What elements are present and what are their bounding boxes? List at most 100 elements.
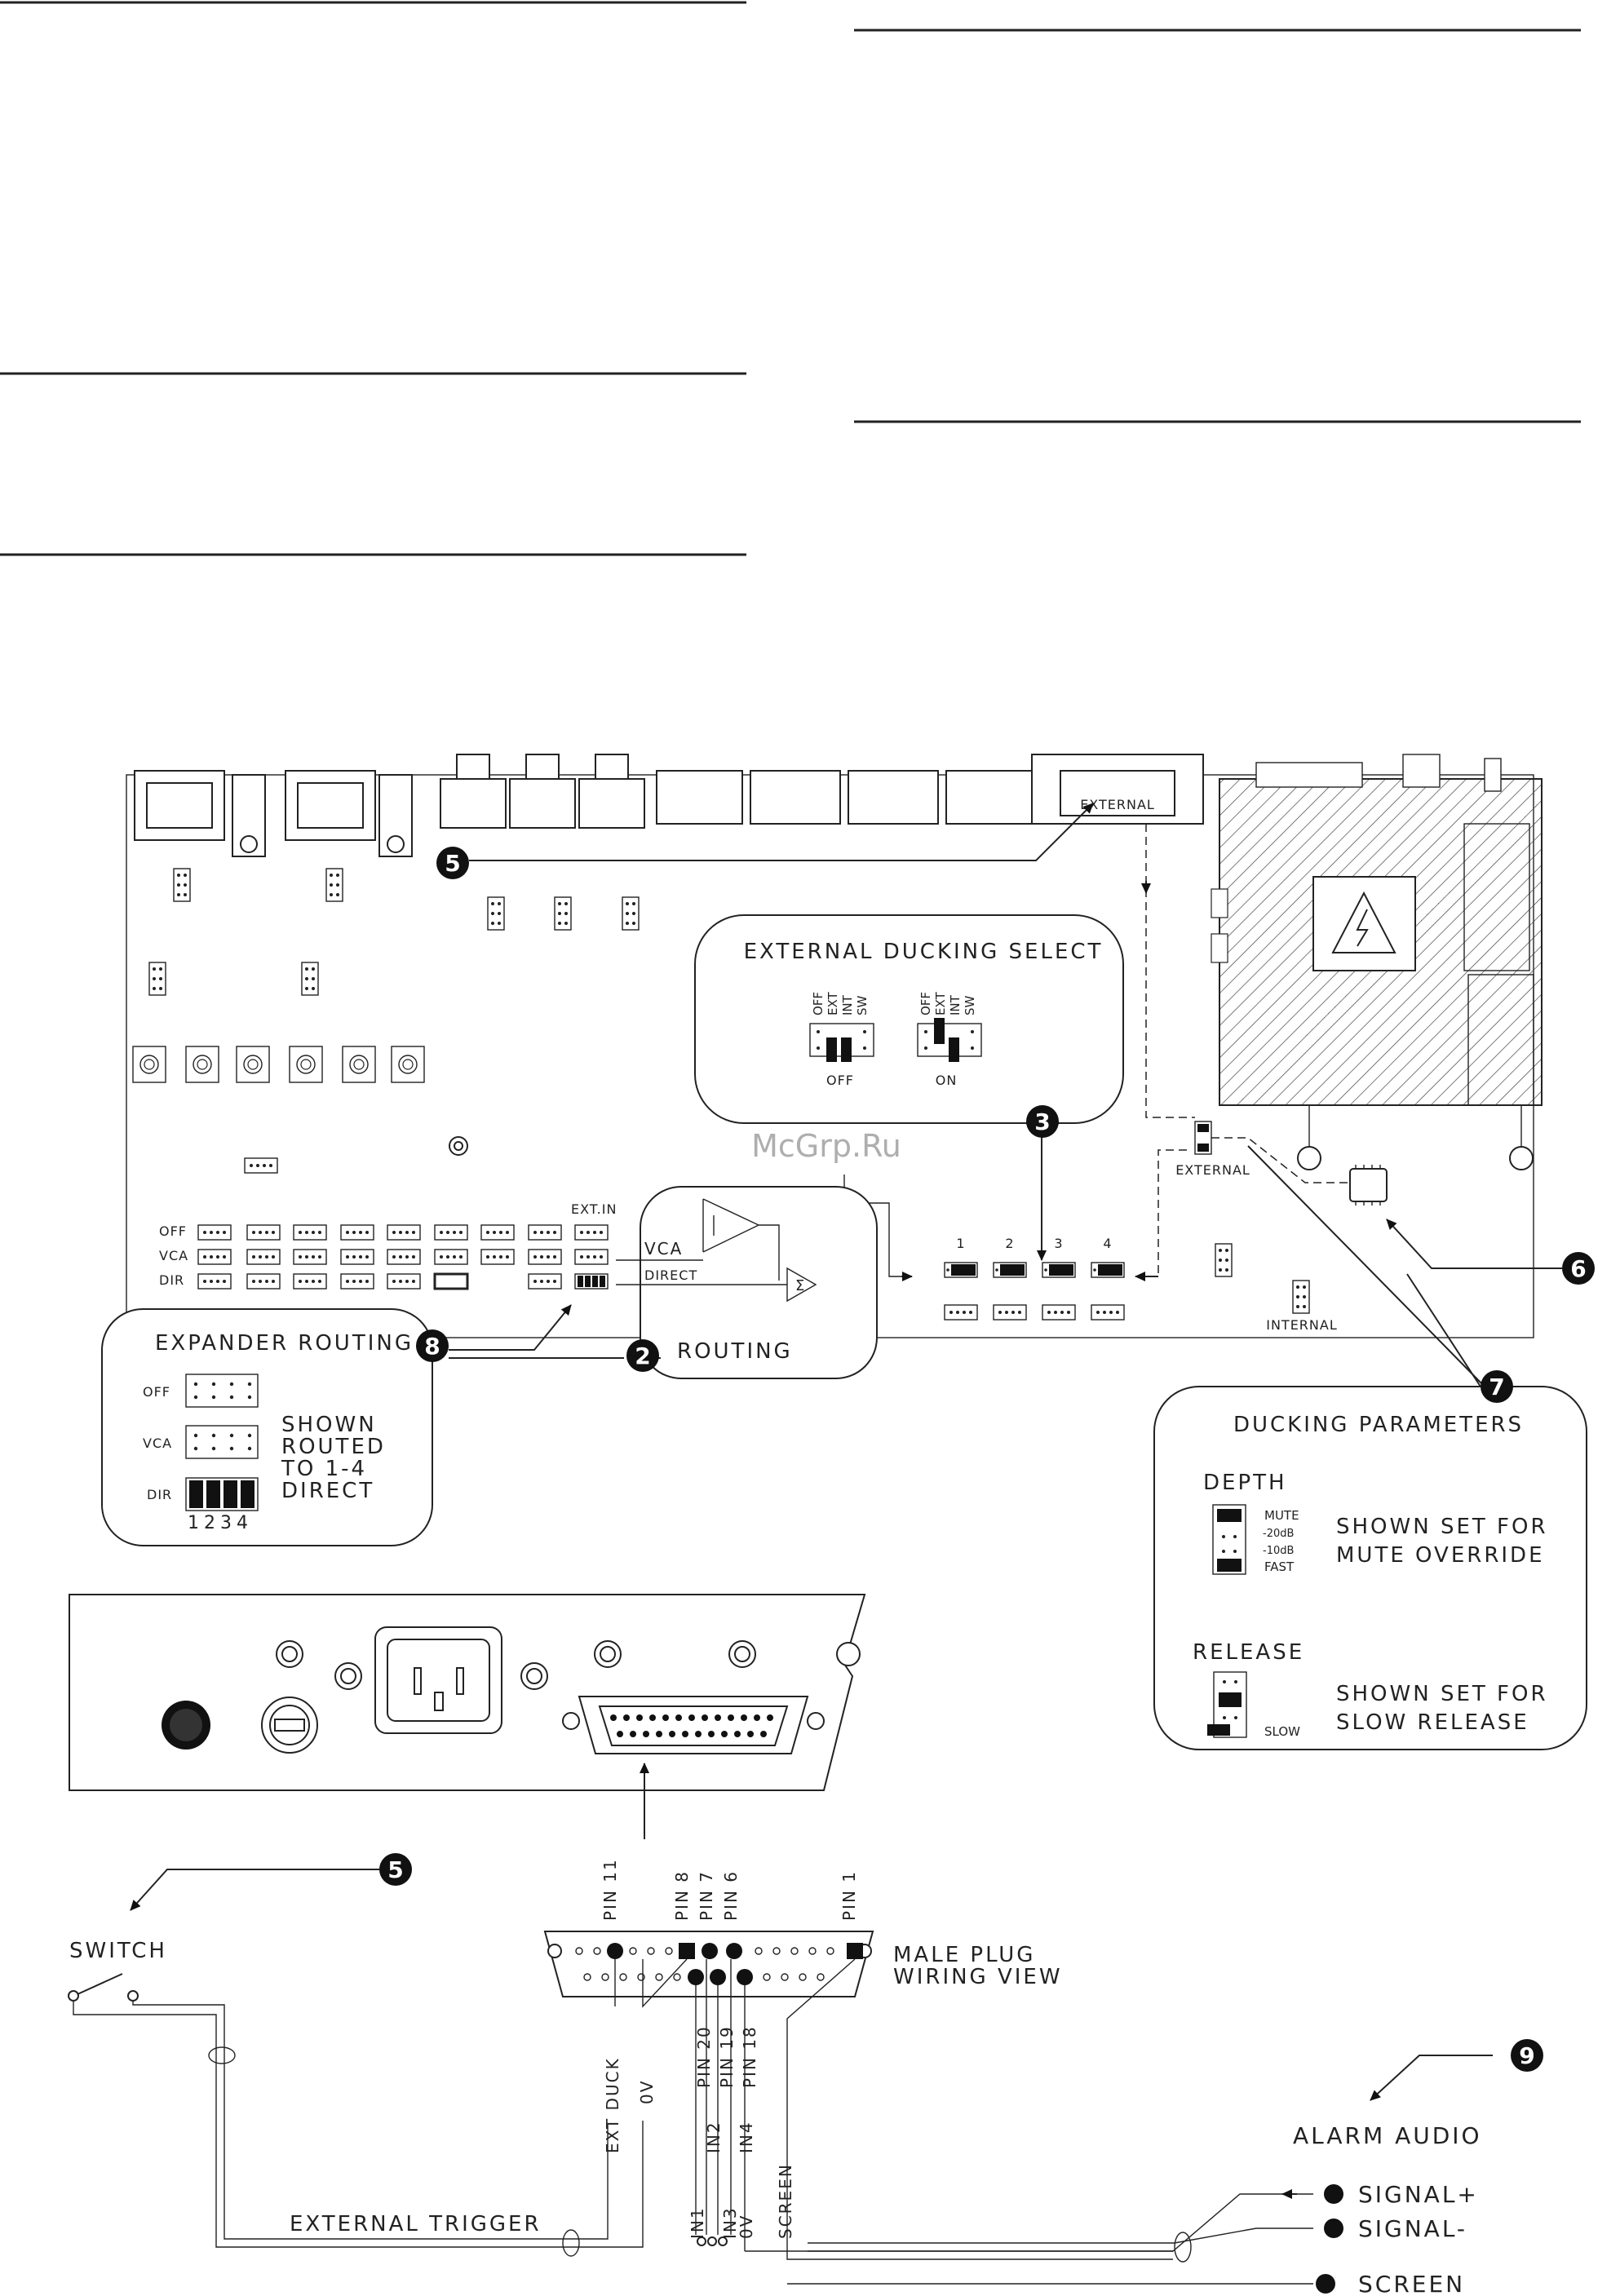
male-plug-wiring-view: PIN 11 PIN 8 PIN 7 PIN 6 PIN 1 MALE PLUG… bbox=[543, 1858, 1063, 2239]
signal-screen-label: SCREEN bbox=[1358, 2271, 1465, 2296]
svg-text:-10dB: -10dB bbox=[1263, 1545, 1294, 1557]
svg-text:9: 9 bbox=[1519, 2042, 1534, 2069]
expander-routing-title: EXPANDER ROUTING bbox=[155, 1331, 414, 1356]
svg-text:OFF: OFF bbox=[918, 992, 933, 1015]
ic-chip bbox=[1349, 1165, 1388, 1206]
svg-text:0V: 0V bbox=[737, 2214, 756, 2239]
channel-1-label: 1 bbox=[956, 1236, 965, 1251]
callout-8: 8 bbox=[416, 1329, 449, 1362]
pin-8-label: PIN 8 bbox=[672, 1870, 692, 1921]
ducking-select-on-jumper bbox=[917, 1018, 982, 1062]
sigma-symbol: Σ bbox=[795, 1277, 806, 1294]
channel-selectors: 1 2 3 4 bbox=[944, 1236, 1125, 1321]
routing-jumper-grid: OFF VCA DIR EXT.IN bbox=[159, 1201, 617, 1290]
svg-text:5: 5 bbox=[445, 850, 460, 877]
ext-in-label: EXT.IN bbox=[571, 1201, 617, 1217]
db25-connector bbox=[562, 1696, 825, 1754]
plug-caption-line2: WIRING VIEW bbox=[893, 1965, 1063, 1989]
callout-2: 2 bbox=[626, 1339, 659, 1372]
ducking-select-caption-off: OFF bbox=[826, 1073, 854, 1088]
ducking-parameters-title: DUCKING PARAMETERS bbox=[1233, 1413, 1524, 1437]
external-ducking-select-panel: EXTERNAL DUCKING SELECT OFF EXT INT SW O… bbox=[694, 914, 1124, 1124]
svg-text:7: 7 bbox=[1489, 1374, 1504, 1400]
svg-text:MUTE: MUTE bbox=[1264, 1508, 1299, 1523]
watermark: McGrp.Ru bbox=[751, 1128, 901, 1164]
pin-8-dot bbox=[679, 1943, 695, 1959]
svg-text:FAST: FAST bbox=[1264, 1559, 1295, 1574]
channel-3-label: 3 bbox=[1054, 1236, 1063, 1251]
switch-wiring: SWITCH EXTERNAL TRIGGER bbox=[68, 1939, 688, 2257]
expander-row-dir: DIR bbox=[147, 1487, 172, 1502]
alarm-audio-label: ALARM AUDIO bbox=[1293, 2122, 1482, 2149]
svg-text:EXT: EXT bbox=[933, 992, 948, 1015]
callout-9: 9 bbox=[1511, 2039, 1543, 2072]
rear-connectors: EXTERNAL bbox=[134, 754, 1204, 857]
svg-text:IN2: IN2 bbox=[704, 2121, 724, 2153]
channel-4-label: 4 bbox=[1103, 1236, 1112, 1251]
ducking-select-off-jumper bbox=[809, 1023, 874, 1062]
svg-text:6: 6 bbox=[1570, 1255, 1586, 1282]
pin-7-label: PIN 7 bbox=[697, 1870, 716, 1921]
svg-text:SW: SW bbox=[963, 995, 977, 1015]
row-label-vca: VCA bbox=[159, 1248, 188, 1263]
pin-18-label: PIN 18 bbox=[740, 2025, 759, 2088]
svg-text:SW: SW bbox=[855, 995, 870, 1015]
callout-7: 7 bbox=[1481, 1370, 1513, 1403]
routing-vca-label: VCA bbox=[644, 1239, 683, 1259]
svg-text:OFF: OFF bbox=[811, 992, 825, 1015]
svg-text:MUTE OVERRIDE: MUTE OVERRIDE bbox=[1336, 1543, 1545, 1568]
svg-text:IN4: IN4 bbox=[737, 2121, 756, 2153]
hazard-bolt-icon bbox=[1356, 909, 1369, 947]
callout-numbers: 5 3 6 8 2 7 5 9 bbox=[379, 847, 1595, 2072]
svg-text:SHOWN SET FOR: SHOWN SET FOR bbox=[1336, 1515, 1548, 1539]
svg-text:SHOWN: SHOWN bbox=[281, 1413, 377, 1437]
svg-text:-20dB: -20dB bbox=[1263, 1528, 1294, 1540]
channel-2-label: 2 bbox=[1005, 1236, 1014, 1251]
callout-5-top: 5 bbox=[436, 847, 469, 879]
ext-duck-label: EXT DUCK bbox=[603, 2057, 622, 2153]
page-rules bbox=[0, 1, 1581, 556]
pin-6-label: PIN 6 bbox=[721, 1870, 741, 1921]
external-connector-label: EXTERNAL bbox=[1080, 797, 1155, 812]
svg-text:5: 5 bbox=[387, 1856, 403, 1883]
svg-text:INT: INT bbox=[948, 994, 963, 1015]
callout-5-bottom: 5 bbox=[379, 1853, 412, 1886]
power-supply-area bbox=[1211, 754, 1543, 1170]
external-ducking-select-title: EXTERNAL DUCKING SELECT bbox=[744, 940, 1104, 964]
callout-6: 6 bbox=[1562, 1252, 1595, 1285]
pin-11-label: PIN 11 bbox=[600, 1858, 620, 1921]
depth-jumper bbox=[1212, 1504, 1246, 1575]
expander-row-vca: VCA bbox=[143, 1436, 172, 1451]
svg-text:SHOWN SET FOR: SHOWN SET FOR bbox=[1336, 1682, 1548, 1706]
release-jumper bbox=[1207, 1671, 1247, 1738]
rear-panel bbox=[69, 1594, 866, 1839]
svg-text:3: 3 bbox=[1034, 1108, 1050, 1135]
pin-1-label: PIN 1 bbox=[839, 1870, 859, 1921]
svg-text:SLOW: SLOW bbox=[1264, 1724, 1300, 1739]
external-jumper: EXTERNAL bbox=[1175, 1121, 1250, 1178]
internal-jumper-label: INTERNAL bbox=[1266, 1317, 1338, 1333]
circuit-board: EXTERNAL bbox=[126, 754, 1543, 1338]
routing-title: ROUTING bbox=[677, 1339, 793, 1364]
screen-label: SCREEN bbox=[776, 2163, 795, 2239]
svg-text:IN3: IN3 bbox=[720, 2206, 740, 2239]
svg-text:8: 8 bbox=[424, 1333, 440, 1360]
svg-text:ROUTED: ROUTED bbox=[281, 1435, 386, 1459]
svg-text:IN1: IN1 bbox=[688, 2206, 707, 2239]
svg-text:TO 1-4: TO 1-4 bbox=[281, 1457, 367, 1481]
callout-3: 3 bbox=[1026, 1105, 1059, 1138]
row-label-dir: DIR bbox=[159, 1272, 184, 1288]
ducking-select-caption-on: ON bbox=[936, 1073, 958, 1088]
svg-text:DIRECT: DIRECT bbox=[281, 1479, 374, 1503]
pot-row bbox=[132, 1046, 425, 1083]
signal-plus-label: SIGNAL+ bbox=[1358, 2181, 1479, 2208]
plug-caption-line1: MALE PLUG bbox=[893, 1943, 1035, 1967]
expander-routing-panel: EXPANDER ROUTING OFF VCA DIR 1234 SHOWN … bbox=[101, 1308, 433, 1546]
audio-wiring: ALARM AUDIO SIGNAL+ SIGNAL- SCREEN bbox=[695, 1958, 1482, 2296]
pin-11-dot bbox=[607, 1943, 623, 1959]
external-trigger-label: EXTERNAL TRIGGER bbox=[290, 2212, 542, 2236]
callout-leaders bbox=[130, 803, 1562, 2101]
row-label-off: OFF bbox=[159, 1223, 187, 1239]
expander-row-off: OFF bbox=[143, 1384, 170, 1400]
svg-text:EXT: EXT bbox=[825, 992, 840, 1015]
